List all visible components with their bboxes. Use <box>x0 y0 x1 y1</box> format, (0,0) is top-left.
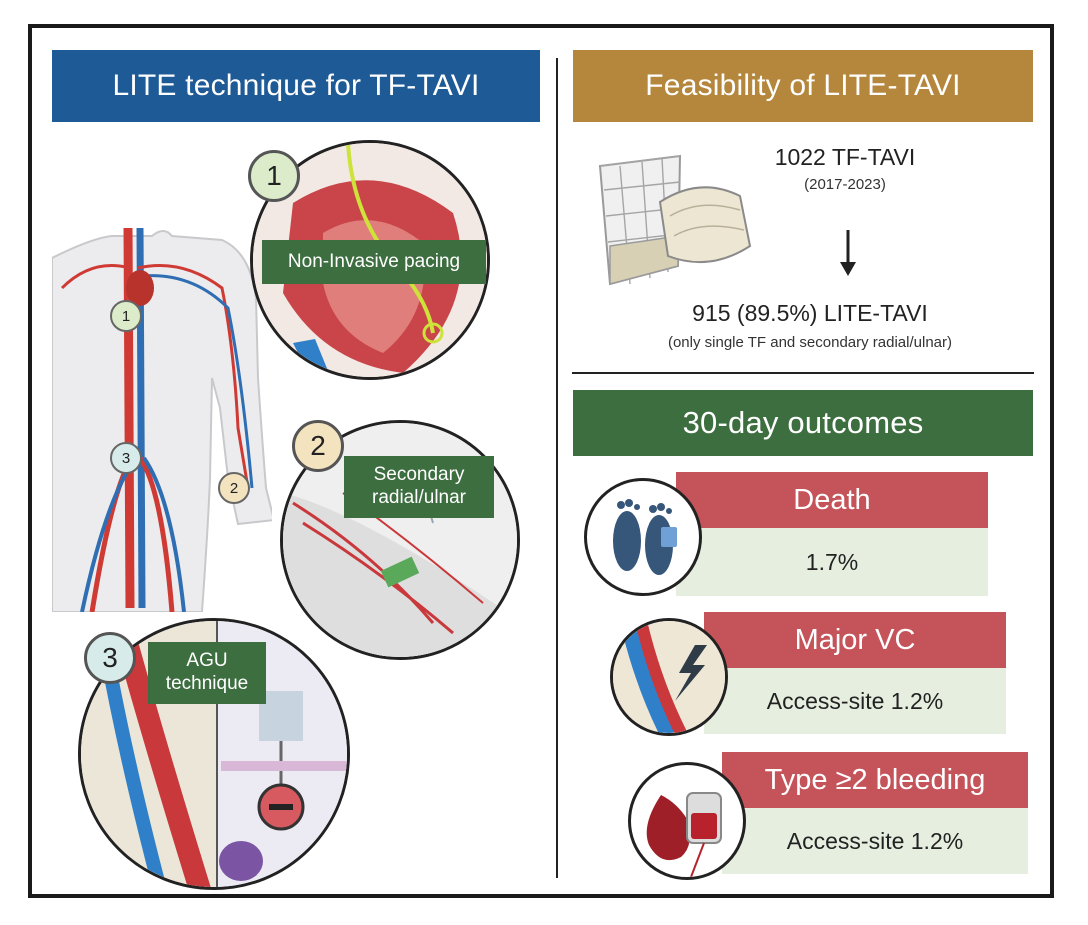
lite-tavi-result: 915 (89.5%) LITE-TAVI <box>692 300 928 326</box>
body-illustration <box>52 228 272 612</box>
outcome-bleeding-label: Type ≥2 bleeding <box>722 752 1028 808</box>
outcome-death-value: 1.7% <box>676 528 988 596</box>
down-arrow-icon <box>838 230 858 278</box>
total-tf-tavi: 1022 TF-TAVI <box>774 144 916 170</box>
outcome-major-vc-value: Access-site 1.2% <box>704 668 1006 734</box>
horizontal-divider <box>572 372 1034 374</box>
callout-label-line-secondary: Secondary <box>373 464 465 486</box>
callout-label-agu-technique: AGU technique <box>148 642 266 704</box>
study-period: (2017-2023) <box>804 176 886 193</box>
lite-technique-title: LITE technique for TF-TAVI <box>52 50 540 122</box>
body-marker-1: 1 <box>110 300 142 332</box>
callout-label-line-technique: technique <box>165 673 249 694</box>
body-marker-2: 2 <box>218 472 250 504</box>
feasibility-title: Feasibility of LITE-TAVI <box>573 50 1033 122</box>
outcome-major-vc-label: Major VC <box>704 612 1006 668</box>
outcome-bleeding-value: Access-site 1.2% <box>722 808 1028 874</box>
callout-number-1: 1 <box>248 150 300 202</box>
outcomes-title: 30-day outcomes <box>573 390 1033 456</box>
tavi-valve-illustration <box>590 146 760 286</box>
callout-label-line-agu: AGU <box>186 650 228 672</box>
footprints-icon <box>584 478 702 596</box>
lite-tavi-note: (only single TF and secondary radial/uln… <box>667 334 953 351</box>
outcome-death-label: Death <box>676 472 988 528</box>
callout-label-secondary-radial-ulnar: Secondary radial/ulnar <box>344 456 494 518</box>
callout-number-3: 3 <box>84 632 136 684</box>
vertical-divider <box>556 58 558 878</box>
blood-bag-icon <box>628 762 746 880</box>
callout-label-line-radial-ulnar: radial/ulnar <box>372 487 466 508</box>
callout-label-non-invasive-pacing: Non-Invasive pacing <box>262 240 486 284</box>
body-marker-3: 3 <box>110 442 142 474</box>
vessel-complication-icon <box>610 618 728 736</box>
callout-number-2: 2 <box>292 420 344 472</box>
